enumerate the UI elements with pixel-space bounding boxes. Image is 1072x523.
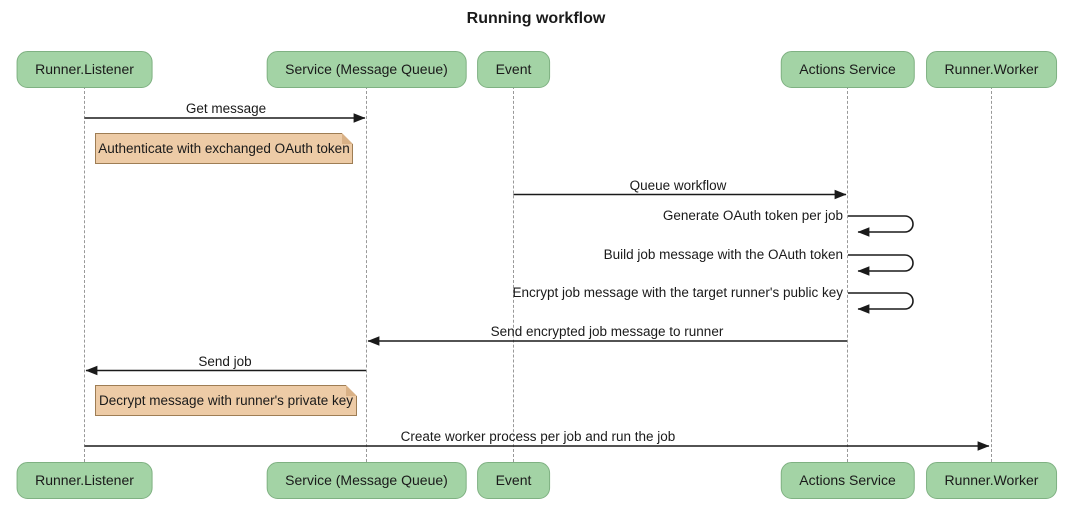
note-fold-icon: [346, 385, 357, 396]
arrow-self-generate-oauth-token: [848, 215, 914, 237]
arrow-self-encrypt-job-message: [848, 292, 914, 314]
message-label-send-job: Send job: [198, 354, 252, 369]
note-authenticate-oauth: Authenticate with exchanged OAuth token: [95, 133, 353, 164]
participant-top-actions-service: Actions Service: [780, 51, 915, 88]
lifeline-service-message-queue: [366, 86, 367, 462]
participant-top-runner-worker: Runner.Worker: [925, 51, 1058, 88]
lifeline-event: [513, 86, 514, 462]
note-text: Authenticate with exchanged OAuth token: [98, 141, 350, 156]
note-text: Decrypt message with runner's private ke…: [99, 393, 353, 408]
message-label-queue-workflow: Queue workflow: [629, 178, 727, 193]
note-fold-icon: [342, 133, 353, 144]
participant-bottom-service-message-queue: Service (Message Queue): [266, 462, 467, 499]
message-label-get-message: Get message: [185, 101, 267, 116]
participant-bottom-runner-worker: Runner.Worker: [925, 462, 1058, 499]
message-label-generate-oauth-token: Generate OAuth token per job: [662, 208, 843, 223]
message-label-create-worker-process: Create worker process per job and run th…: [400, 429, 676, 444]
lifeline-runner-listener: [84, 86, 85, 462]
note-decrypt-private-key: Decrypt message with runner's private ke…: [95, 385, 357, 416]
participant-top-runner-listener: Runner.Listener: [16, 51, 153, 88]
participant-bottom-event: Event: [476, 462, 551, 499]
message-label-send-encrypted-job-message: Send encrypted job message to runner: [490, 324, 724, 339]
lifeline-runner-worker: [991, 86, 992, 462]
arrow-self-build-job-message: [848, 254, 914, 276]
participant-top-service-message-queue: Service (Message Queue): [266, 51, 467, 88]
message-label-build-job-message: Build job message with the OAuth token: [603, 247, 843, 262]
participant-top-event: Event: [476, 51, 551, 88]
message-label-encrypt-job-message: Encrypt job message with the target runn…: [512, 285, 844, 300]
participant-bottom-runner-listener: Runner.Listener: [16, 462, 153, 499]
lifeline-actions-service: [847, 86, 848, 462]
participant-bottom-actions-service: Actions Service: [780, 462, 915, 499]
diagram-title: Running workflow: [466, 10, 606, 27]
